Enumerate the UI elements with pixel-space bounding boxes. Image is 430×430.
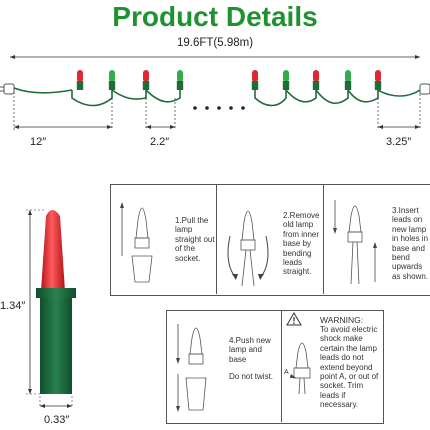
step-2-remove-icon xyxy=(227,210,269,287)
end-length-label: 3.25″ xyxy=(386,136,412,148)
warning-lamp-icon xyxy=(289,342,311,395)
bulb-width-label: 0.33″ xyxy=(44,414,70,426)
step-1-label: 1.Pull the lamp straight out of the sock… xyxy=(175,216,215,263)
warning-point-label: A xyxy=(284,369,289,376)
step-4-note: Do not twist. xyxy=(229,372,274,381)
continuation-dots xyxy=(193,106,245,110)
total-length-label: 19.6FT(5.98m) xyxy=(176,37,254,49)
male-plug-icon xyxy=(0,83,15,95)
light-string-diagram xyxy=(0,55,430,130)
step-4-label: 4.Push new lamp and base xyxy=(229,336,271,364)
bulb-illustration xyxy=(26,209,76,408)
steps-panel-bottom xyxy=(166,310,384,424)
steps-panel-top xyxy=(110,184,430,296)
lead-length-label: 12″ xyxy=(30,136,47,148)
bulb-glass xyxy=(41,210,65,291)
wire xyxy=(13,87,421,107)
bulb-spacing-label: 2.2″ xyxy=(150,136,170,148)
step-2-label: 2.Remove old lamp from inner base by ben… xyxy=(283,211,320,277)
female-plug-icon xyxy=(419,83,430,95)
step-1-pull-icon xyxy=(120,202,153,283)
bulb-base xyxy=(40,296,72,394)
warning-heading: WARNING: xyxy=(320,315,364,325)
bulb-height-label: 1.34″ xyxy=(0,300,26,312)
page-title: Product Details xyxy=(112,1,318,32)
step-3-label: 3.Insert leads on new lamp in holes in b… xyxy=(392,206,429,281)
warning-icon xyxy=(286,312,302,326)
step-3-insert-icon xyxy=(333,200,377,285)
warning-text: To avoid electric shock make certain the… xyxy=(320,325,379,410)
step-4-push-icon xyxy=(176,324,207,412)
